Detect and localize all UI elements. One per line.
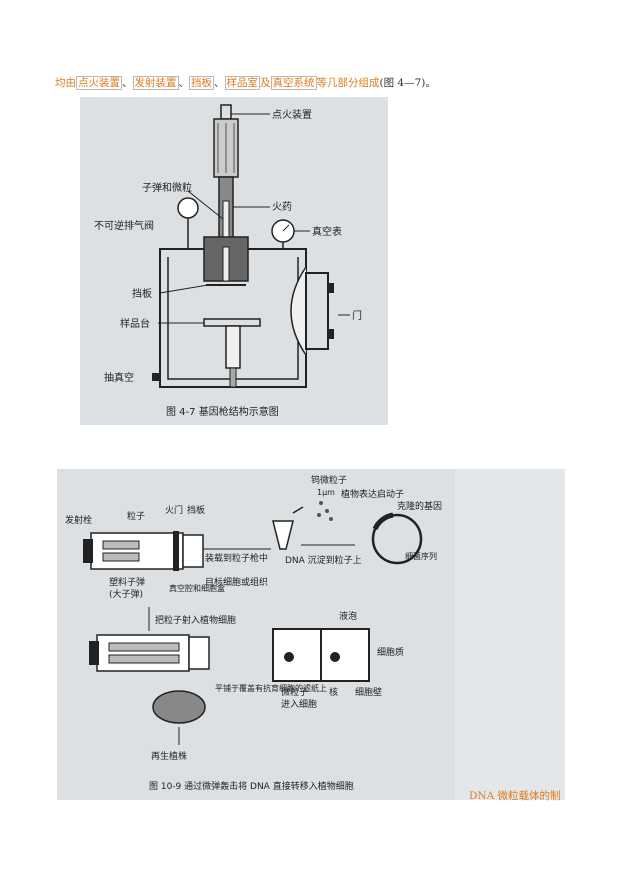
- intro-and: 及: [260, 77, 271, 89]
- particle-dot: [317, 513, 321, 517]
- figure2-edge-strip: [455, 469, 565, 800]
- label-big-bullet: (大子弹): [109, 588, 143, 600]
- stage-base: [229, 367, 237, 388]
- label-promoter: 植物表达启动子: [341, 488, 404, 500]
- valve-dial: [177, 197, 199, 219]
- tube-cap: [292, 506, 304, 514]
- label-precip: DNA 沉淀到粒子上: [285, 554, 362, 566]
- label-vacuum-dish: 真空腔和细胞盒: [169, 583, 225, 593]
- label-gauge: 真空表: [312, 225, 342, 238]
- label-stage: 样品台: [120, 317, 150, 330]
- gun1-bullet: [102, 540, 140, 550]
- bombardment-svg: 钨微粒子 1μm 植物表达启动子 克隆的基因 细菌序列 DNA 沉淀到粒子上 装…: [65, 474, 442, 792]
- bombardment-diagram: 钨微粒子 1μm 植物表达启动子 克隆的基因 细菌序列 DNA 沉淀到粒子上 装…: [57, 469, 455, 800]
- door-latch: [328, 329, 334, 339]
- label-baffle: 挡板: [132, 287, 152, 300]
- sep-1: 、: [122, 77, 133, 89]
- label-target: 目标细胞或组织: [205, 576, 268, 588]
- link-launcher[interactable]: 发射装置: [132, 76, 179, 90]
- gene-gun-diagram: 点火装置 子弹和微粒 火药 不可逆排气阀 真空表 挡板 门 样品台 抽真空 图 …: [80, 97, 388, 425]
- label-load: 装载到粒子枪中: [205, 552, 268, 564]
- right-caption-link[interactable]: DNA 微粒载体的制: [469, 790, 561, 802]
- door-latch: [328, 283, 334, 293]
- sep-3: 、: [214, 77, 225, 89]
- leader-baffle: [159, 284, 209, 294]
- label-cyto: 细胞质: [377, 646, 404, 658]
- stage-plate: [203, 318, 261, 327]
- particle-dot: [319, 501, 323, 505]
- gun2-bullet: [108, 654, 180, 664]
- link-vacuum-system[interactable]: 真空系统: [270, 76, 317, 90]
- figure2-caption: 图 10-9 通过微弹轰击将 DNA 直接转移入植物细胞: [149, 780, 354, 792]
- vacuum-port: [152, 373, 160, 381]
- label-fire: 火门: [165, 504, 183, 516]
- plasmid-ring: [371, 513, 423, 565]
- label-bullet: 子弹和微粒: [142, 181, 192, 194]
- nucleus-2: [330, 652, 340, 662]
- gun2-body: [96, 634, 190, 672]
- door-frame: [305, 272, 329, 350]
- intro-paragraph: 均由点火装置、发射装置、挡板、样品室及真空系统等几部分组成(图 4—7)。: [55, 76, 575, 90]
- label-regen: 再生植株: [151, 750, 187, 762]
- label-pin: 发射栓: [65, 514, 92, 526]
- label-particle: 粒子: [127, 510, 145, 522]
- label-door: 门: [352, 309, 362, 322]
- plasmid-gene: [372, 512, 394, 531]
- label-spread: 平铺于覆盖有抗育细胞的滤纸上: [215, 683, 327, 693]
- label-enter: 进入细胞: [281, 698, 317, 710]
- link-baffle[interactable]: 挡板: [189, 76, 214, 90]
- gun2-dish: [188, 636, 210, 670]
- figure1-caption: 图 4-7 基因枪结构示意图: [166, 405, 279, 418]
- tube: [272, 520, 294, 550]
- label-bact: 细菌序列: [405, 551, 437, 561]
- petri-dish: [152, 690, 206, 724]
- gun1-dish: [182, 534, 204, 568]
- label-vacuole: 液泡: [339, 610, 357, 622]
- link-ignition[interactable]: 点火装置: [76, 76, 122, 90]
- label-wall: 细胞壁: [355, 686, 382, 698]
- label-baffle2: 挡板: [187, 504, 205, 516]
- label-cloned: 克隆的基因: [397, 500, 442, 512]
- gene-gun-svg: 点火装置 子弹和微粒 火药 不可逆排气阀 真空表 挡板 门 样品台 抽真空 图 …: [94, 104, 362, 418]
- label-tungsten: 钨微粒子: [311, 474, 347, 486]
- gun1-body: [90, 532, 184, 570]
- intro-prefix: 均由: [55, 77, 76, 89]
- nucleus-1: [284, 652, 294, 662]
- label-shoot: 把粒子射入植物细胞: [155, 614, 236, 626]
- label-valve: 不可逆排气阀: [94, 219, 154, 232]
- gun2-bullet: [108, 642, 180, 652]
- particle-dot: [325, 509, 329, 513]
- leader-bullet: [187, 190, 224, 220]
- intro-fig-ref: (图 4—7)。: [379, 77, 436, 89]
- gun1-baffle: [173, 531, 179, 571]
- label-ignition: 点火装置: [272, 108, 312, 121]
- label-plastic: 塑料子弹: [109, 576, 145, 588]
- label-vacuum: 抽真空: [104, 371, 134, 384]
- door-window: [290, 266, 307, 356]
- intro-suffix: 等几部分组成: [316, 77, 380, 89]
- label-micro: 微粒子: [281, 686, 308, 698]
- gun1-pin: [83, 539, 93, 563]
- ignition-cap: [220, 104, 232, 120]
- stage-post: [225, 325, 241, 369]
- gun2-pin: [89, 641, 99, 665]
- particle-dot: [329, 517, 333, 521]
- label-um: 1μm: [317, 488, 335, 497]
- gauge-needle: [282, 224, 290, 232]
- gun1-bullet: [102, 552, 140, 562]
- bore-inner: [222, 246, 230, 282]
- label-powder: 火药: [272, 201, 292, 213]
- label-nucleus: 核: [329, 686, 338, 698]
- link-sample-chamber[interactable]: 样品室: [224, 76, 260, 90]
- sep-2: 、: [178, 77, 190, 89]
